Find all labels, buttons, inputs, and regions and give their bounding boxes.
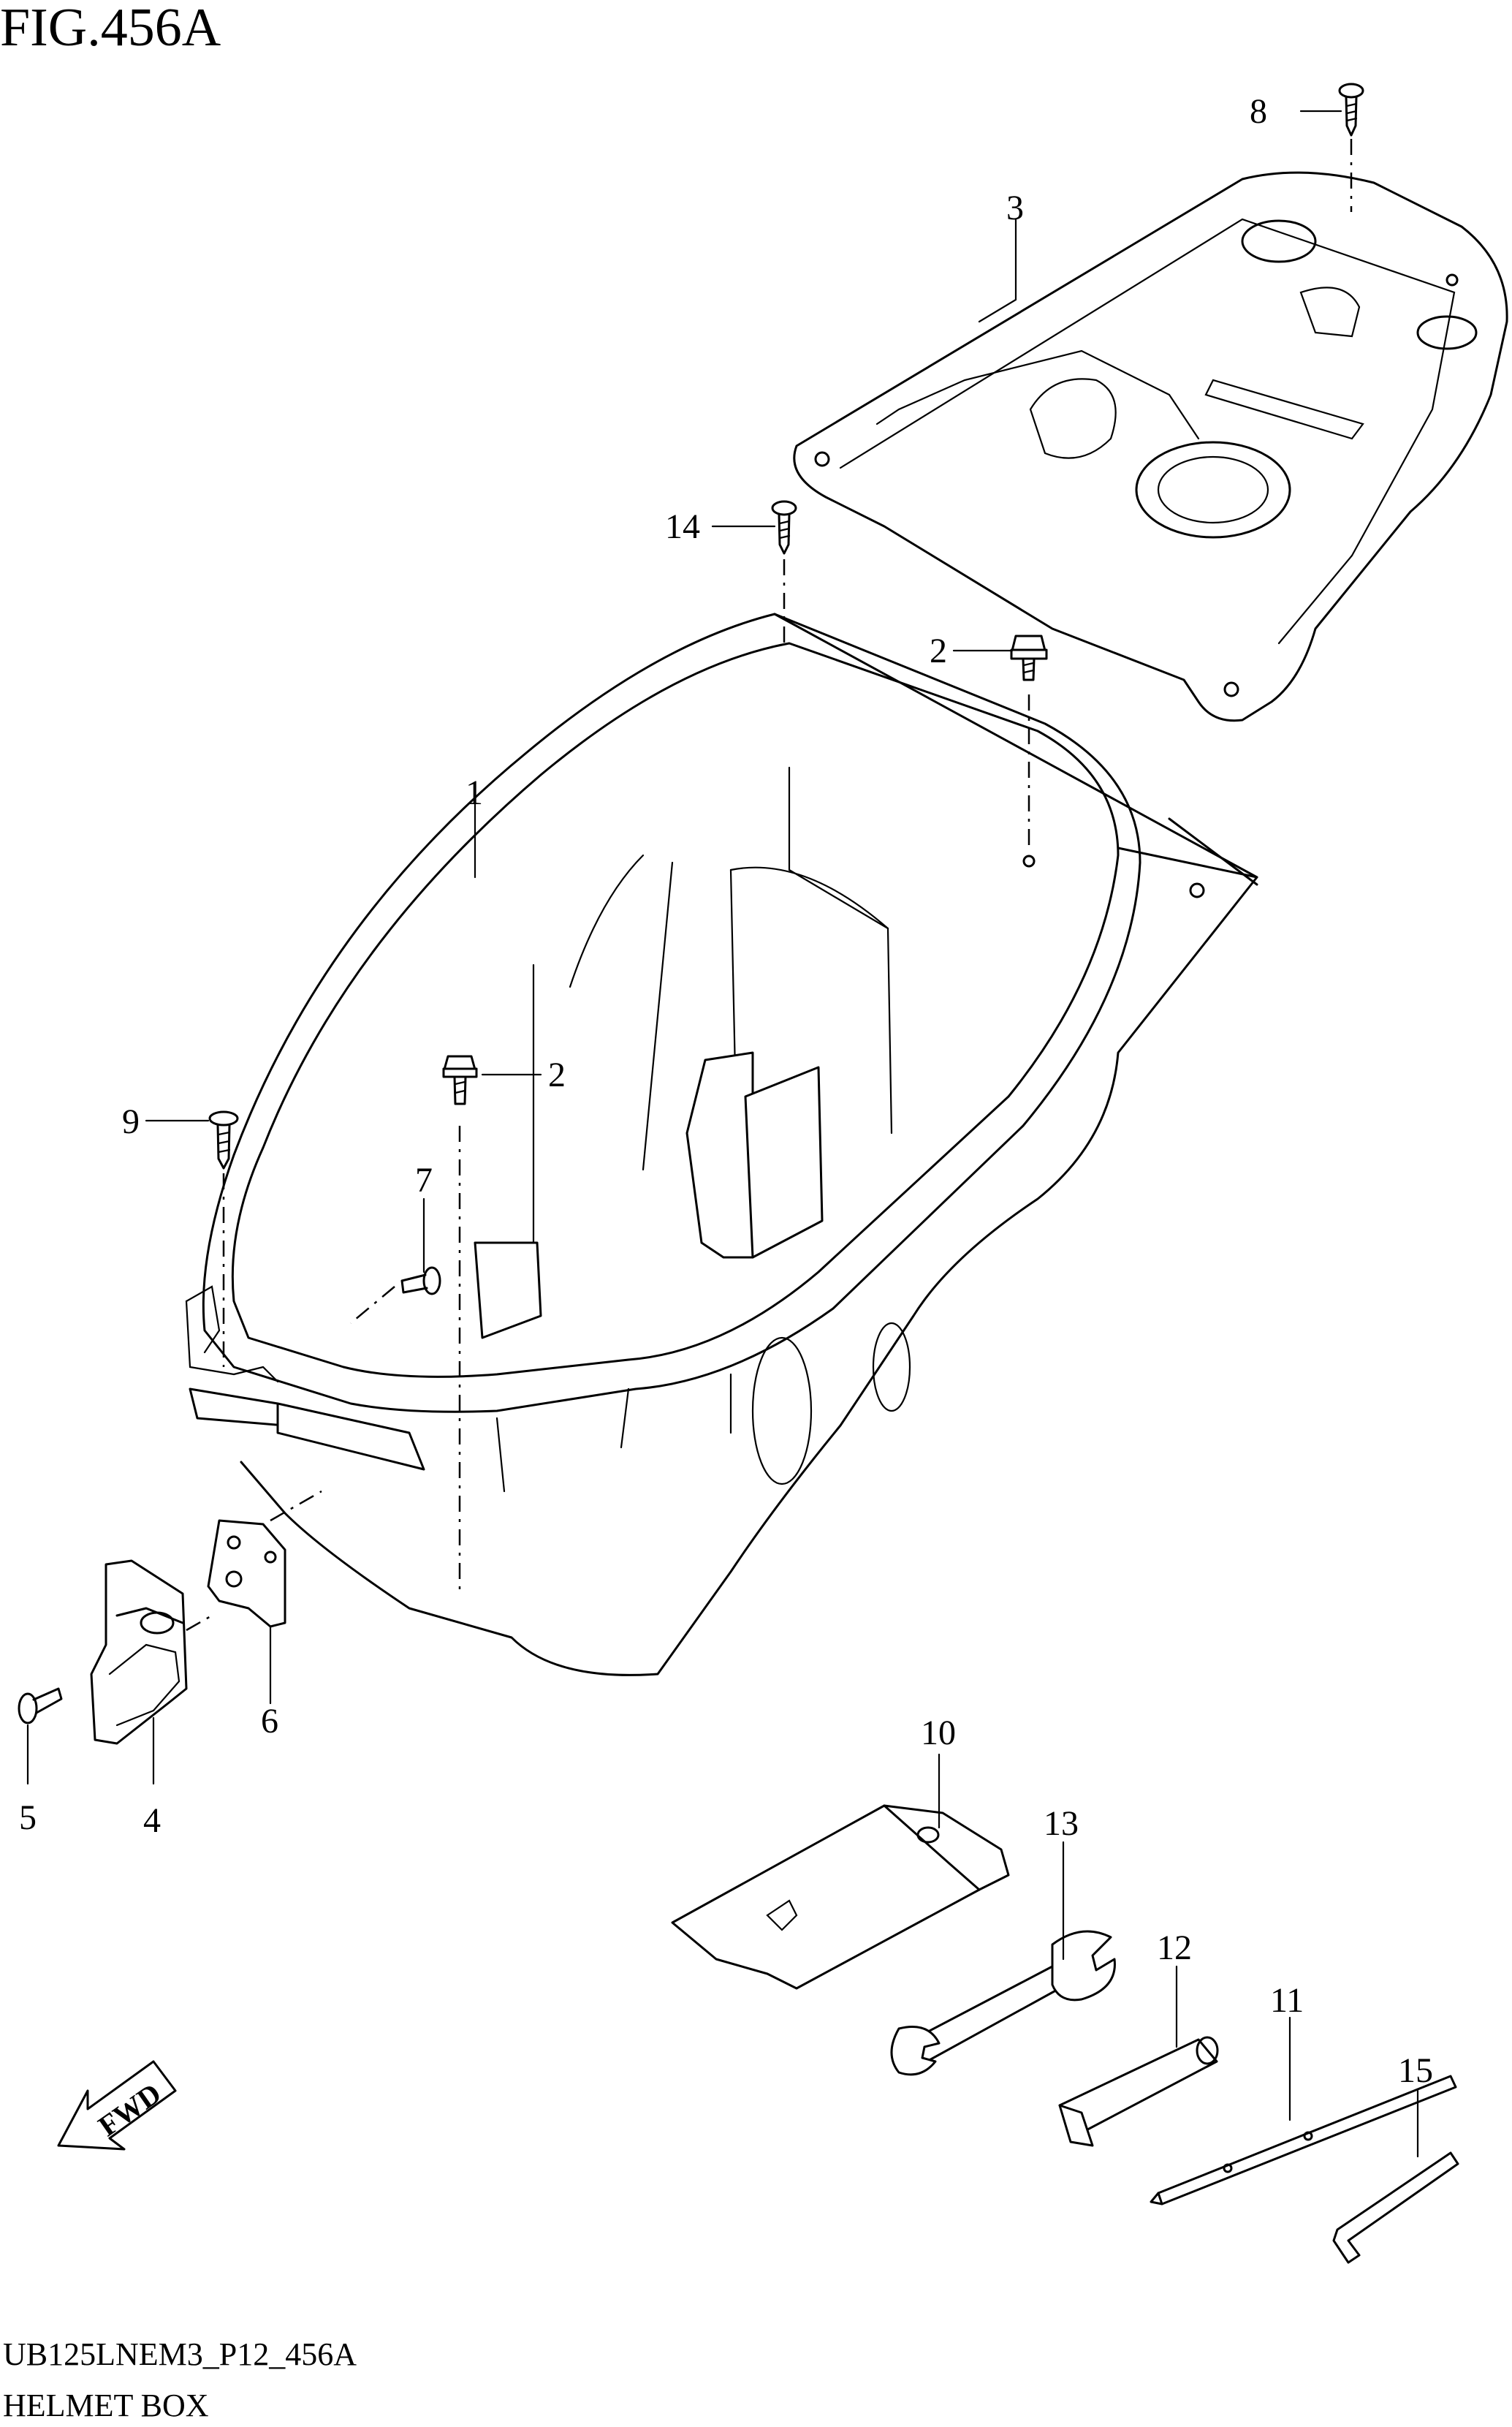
callout-12: 12 <box>1157 1928 1192 1967</box>
part-7-leader-dash <box>350 1286 395 1324</box>
part-6-leader-dash <box>270 1490 322 1522</box>
part-4-latch <box>90 1559 188 1745</box>
bag-logo-mark <box>766 1899 798 1931</box>
part-4-leader-dash <box>186 1614 213 1632</box>
callout-3: 3 <box>1006 189 1024 227</box>
leader-lines <box>26 110 1419 2158</box>
callout-15: 15 <box>1398 2051 1433 2090</box>
part-13-wrench <box>890 1930 1116 2076</box>
part-8-screw <box>1338 83 1364 137</box>
part-11-screwdriver <box>1150 2075 1457 2205</box>
figure-title: FIG.456A <box>0 0 221 58</box>
callout-9: 9 <box>122 1102 140 1141</box>
callout-8: 8 <box>1250 92 1267 131</box>
callout-4: 4 <box>143 1801 161 1840</box>
part-6-hinge <box>207 1519 286 1628</box>
part-1-helmet-box <box>185 613 1258 1676</box>
part-2-bolt-upper <box>1010 635 1048 681</box>
fwd-arrow: FWD <box>57 2060 177 2151</box>
figure-code: UB125LNEM3_P12_456A <box>3 2336 357 2372</box>
part-9-screw <box>208 1110 239 1170</box>
callout-13: 13 <box>1044 1804 1079 1843</box>
callout-14: 14 <box>665 507 700 546</box>
part-14-screw <box>771 500 797 555</box>
part-12-spanner <box>1058 2036 1219 2147</box>
figure-name: HELMET BOX <box>3 2388 209 2423</box>
callout-7: 7 <box>415 1161 433 1200</box>
callout-2-upper: 2 <box>930 632 947 670</box>
part-7-screw <box>400 1266 441 1295</box>
callout-10: 10 <box>921 1714 956 1752</box>
part-15-hex-key <box>1332 2151 1459 2264</box>
part-10-tool-bag <box>671 1804 1010 1990</box>
callout-1: 1 <box>466 773 483 812</box>
part-2-bolt-lower <box>442 1055 478 1105</box>
part-5-screw <box>18 1687 63 1724</box>
part-3-upper-cover <box>793 171 1508 722</box>
callout-6: 6 <box>261 1702 278 1741</box>
callout-11: 11 <box>1270 1981 1304 2020</box>
callout-5: 5 <box>19 1798 37 1837</box>
callout-2-lower: 2 <box>548 1056 566 1094</box>
